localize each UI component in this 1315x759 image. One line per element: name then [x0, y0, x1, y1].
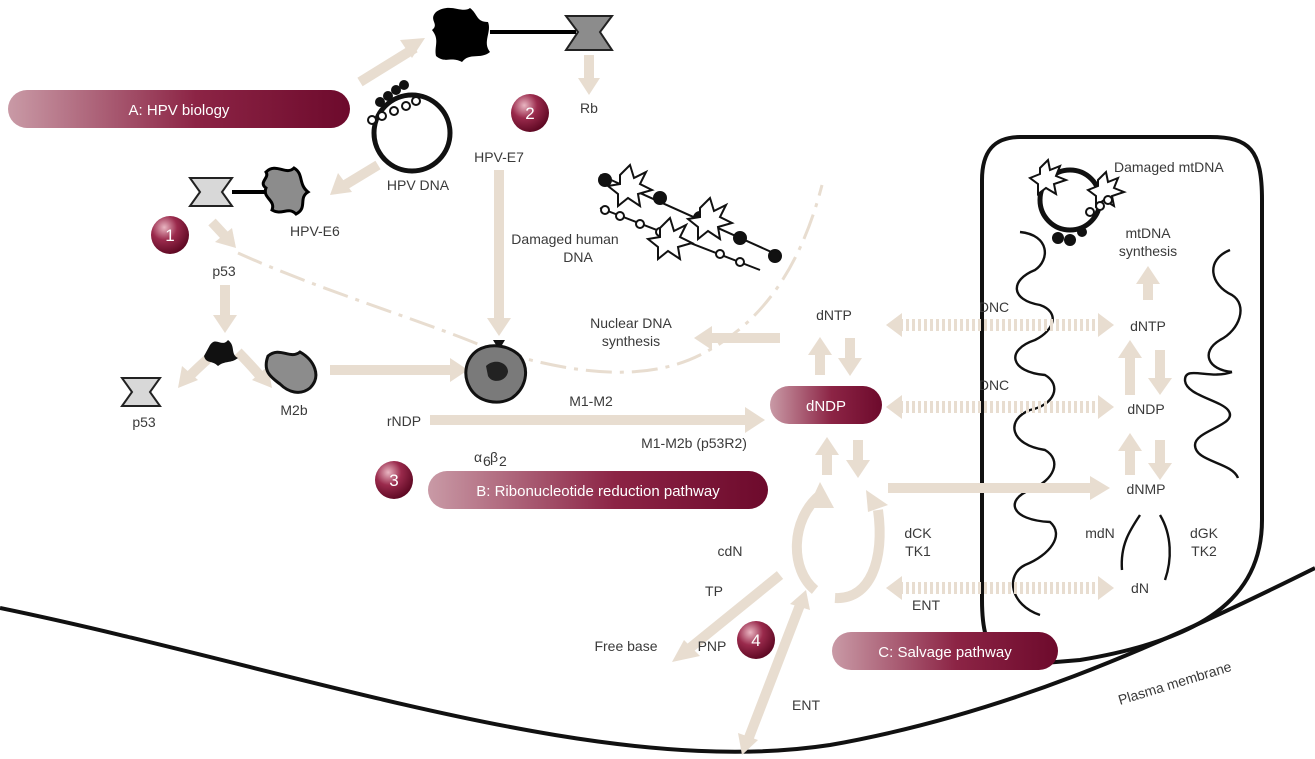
svg-text:4: 4 — [751, 631, 760, 650]
plasma-membrane — [0, 566, 1315, 754]
pill-dndp-label: dNDP — [806, 398, 846, 415]
label-nuclear-dna-line2: synthesis — [602, 333, 660, 349]
cristae-right-lower — [1183, 370, 1240, 479]
label-ent-bottom: ENT — [792, 697, 820, 713]
label-pnp: PNP — [698, 638, 727, 654]
mitochondrion-outline — [980, 135, 1264, 668]
label-tk1: TK1 — [905, 543, 931, 559]
label-cdn: cdN — [718, 543, 743, 559]
label-dnc-top: DNC — [979, 299, 1009, 315]
label-dntp-mito: dNTP — [1130, 318, 1166, 334]
label-dgk: dGK — [1190, 525, 1219, 541]
label-dnmp-mito: dNMP — [1127, 481, 1166, 497]
label-dck: dCK — [904, 525, 932, 541]
m2b-protein — [264, 350, 318, 394]
hpv-e6-p53-complex — [188, 166, 311, 216]
number-ball-2: 2 — [511, 94, 549, 132]
label-ent-right: ENT — [912, 597, 940, 613]
cristae-right — [1207, 248, 1242, 374]
label-dn-mito: dN — [1131, 580, 1149, 596]
damaged-human-dna — [598, 163, 782, 271]
svg-text:α: α — [474, 449, 482, 465]
pill-hpv-biology: A: HPV biology — [8, 90, 350, 128]
cristae-mdn — [1120, 514, 1141, 571]
label-damaged-human-dna-line1: Damaged human — [511, 231, 618, 247]
number-ball-3: 3 — [375, 461, 413, 499]
svg-text:1: 1 — [165, 226, 174, 245]
hpv-e7-protein — [432, 7, 614, 62]
label-rndp: rNDP — [387, 413, 421, 429]
plasma-membrane-label: Plasma membrane — [1116, 658, 1233, 708]
cristae-dgk — [1158, 514, 1171, 581]
label-free-base: Free base — [594, 638, 657, 654]
label-p53-left: p53 — [132, 414, 156, 430]
label-hpv-dna: HPV DNA — [387, 177, 450, 193]
hpv-dna-plasmid — [367, 80, 453, 174]
label-dndp-mito: dNDP — [1127, 401, 1164, 417]
label-rb: Rb — [580, 100, 598, 116]
number-ball-4: 4 — [737, 621, 775, 659]
label-mtdna-synthesis-line2: synthesis — [1119, 243, 1177, 259]
label-mtdna-synthesis-line1: mtDNA — [1125, 225, 1171, 241]
label-tk2: TK2 — [1191, 543, 1217, 559]
label-dntp-center: dNTP — [816, 307, 852, 323]
label-hpv-e7: HPV-E7 — [474, 149, 524, 165]
label-alpha6-beta2: α 6 β 2 — [474, 449, 507, 469]
svg-text:3: 3 — [389, 471, 398, 490]
svg-text:β: β — [490, 449, 498, 465]
label-m2b: M2b — [280, 402, 307, 418]
pill-salvage-pathway: C: Salvage pathway — [832, 632, 1058, 670]
pill-dndp: dNDP — [770, 386, 882, 424]
label-mdn: mdN — [1085, 525, 1115, 541]
ribonucleotide-reductase — [464, 340, 528, 404]
pill-rnr-pathway: B: Ribonucleotide reduction pathway — [428, 471, 768, 509]
pill-salvage-pathway-label: C: Salvage pathway — [878, 644, 1012, 661]
label-m1-m2: M1-M2 — [569, 393, 613, 409]
svg-text:6: 6 — [483, 453, 491, 469]
pill-rnr-pathway-label: B: Ribonucleotide reduction pathway — [476, 483, 720, 500]
label-damaged-human-dna-line2: DNA — [563, 249, 593, 265]
svg-text:2: 2 — [525, 104, 534, 123]
label-nuclear-dna-line1: Nuclear DNA — [590, 315, 672, 331]
damaged-mtdna — [1027, 157, 1127, 246]
nucleus-boundary — [237, 184, 824, 374]
label-dnc-mid: DNC — [979, 377, 1009, 393]
cristae-left — [1011, 230, 1057, 617]
svg-text:2: 2 — [499, 453, 507, 469]
label-p53-top: p53 — [212, 263, 236, 279]
p53-fragment — [204, 340, 238, 366]
label-damaged-mtdna: Damaged mtDNA — [1114, 159, 1224, 175]
label-tp: TP — [705, 583, 723, 599]
pill-hpv-biology-label: A: HPV biology — [129, 102, 230, 119]
p53-protein — [120, 377, 162, 407]
label-hpv-e6: HPV-E6 — [290, 223, 340, 239]
number-ball-1: 1 — [151, 216, 189, 254]
label-m1-m2b: M1-M2b (p53R2) — [641, 435, 747, 451]
